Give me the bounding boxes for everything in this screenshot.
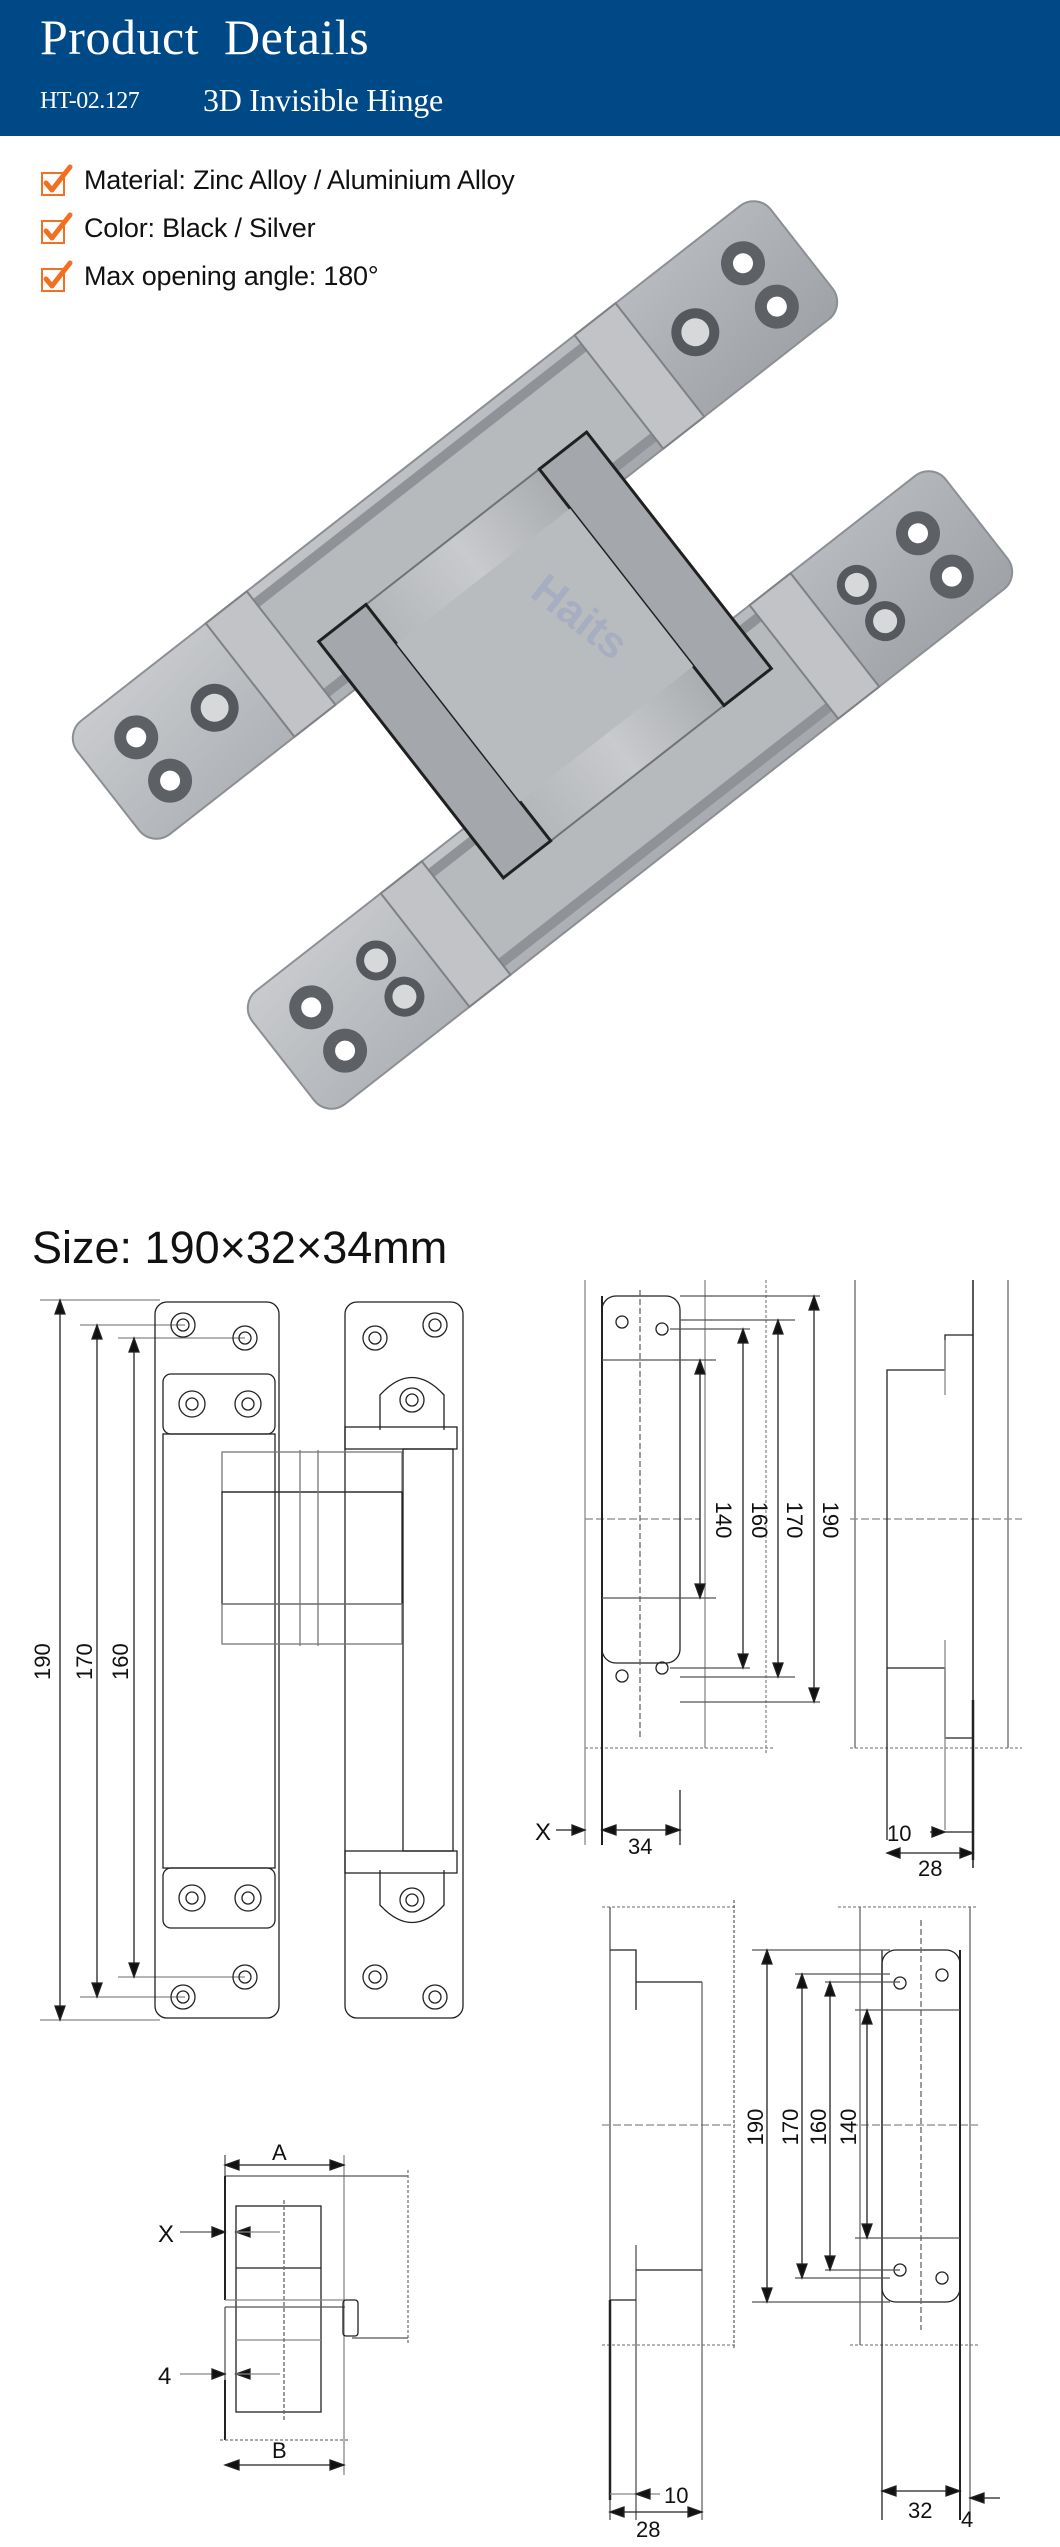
product-name: 3D Invisible Hinge (203, 82, 443, 118)
install-diagram-drawing: A X 4 B (158, 2140, 409, 2475)
dim-label: 4 (961, 2507, 973, 2532)
section-view-2-drawing: 10 28 (602, 1900, 735, 2542)
page-title: Product Details (40, 9, 370, 65)
dim-label: 160 (108, 1643, 133, 1680)
dim-label: 4 (158, 2363, 171, 2390)
dim-label: 190 (818, 1502, 843, 1539)
technical-drawings: 190 170 160 140 160 170 190 (30, 1280, 1022, 2542)
section-view-1-drawing: 10 28 (850, 1280, 1022, 1881)
dim-label: 170 (72, 1643, 97, 1680)
dim-label: 32 (908, 2498, 932, 2523)
checkbox-checked-icon (41, 260, 73, 292)
dim-label: B (272, 2438, 287, 2463)
header-banner: Product Details HT-02.127 3D Invisible H… (0, 0, 1060, 136)
dim-label: X (535, 1819, 551, 1846)
feature-text: Color: Black / Silver (84, 212, 316, 243)
dim-label: 190 (743, 2109, 768, 2146)
feature-item: Max opening angle: 180° (40, 252, 515, 300)
side-view-1-drawing: 140 160 170 190 X 34 (535, 1280, 843, 1859)
side-view-2-drawing: 190 170 160 140 32 4 (743, 1906, 1000, 2532)
dim-label: 170 (778, 2109, 803, 2146)
dim-label: 10 (887, 1821, 911, 1846)
feature-item: Color: Black / Silver (40, 204, 515, 252)
feature-item: Material: Zinc Alloy / Aluminium Alloy (40, 156, 515, 204)
dim-label: X (158, 2221, 174, 2248)
feature-text: Max opening angle: 180° (84, 260, 379, 291)
dim-label: A (272, 2140, 287, 2165)
checkbox-checked-icon (41, 212, 73, 244)
checkbox-checked-icon (41, 164, 73, 196)
dim-label: 140 (711, 1502, 736, 1539)
feature-list: Material: Zinc Alloy / Aluminium Alloy C… (40, 156, 515, 300)
dim-label: 160 (747, 1502, 772, 1539)
size-label: Size: 190×32×34mm (32, 1222, 448, 1273)
dim-label: 140 (836, 2109, 861, 2146)
dim-label: 34 (628, 1834, 652, 1859)
front-view-drawing: 190 170 160 (30, 1298, 464, 2022)
dim-label: 10 (664, 2483, 688, 2508)
dim-label: 170 (782, 1502, 807, 1539)
feature-text: Material: Zinc Alloy / Aluminium Alloy (84, 164, 515, 195)
dim-label: 190 (30, 1643, 55, 1680)
dim-label: 28 (636, 2517, 660, 2542)
dim-label: 28 (918, 1856, 942, 1881)
model-code: HT-02.127 (40, 88, 140, 114)
product-photo: Haits (71, 200, 1014, 1110)
dim-label: 160 (806, 2109, 831, 2146)
